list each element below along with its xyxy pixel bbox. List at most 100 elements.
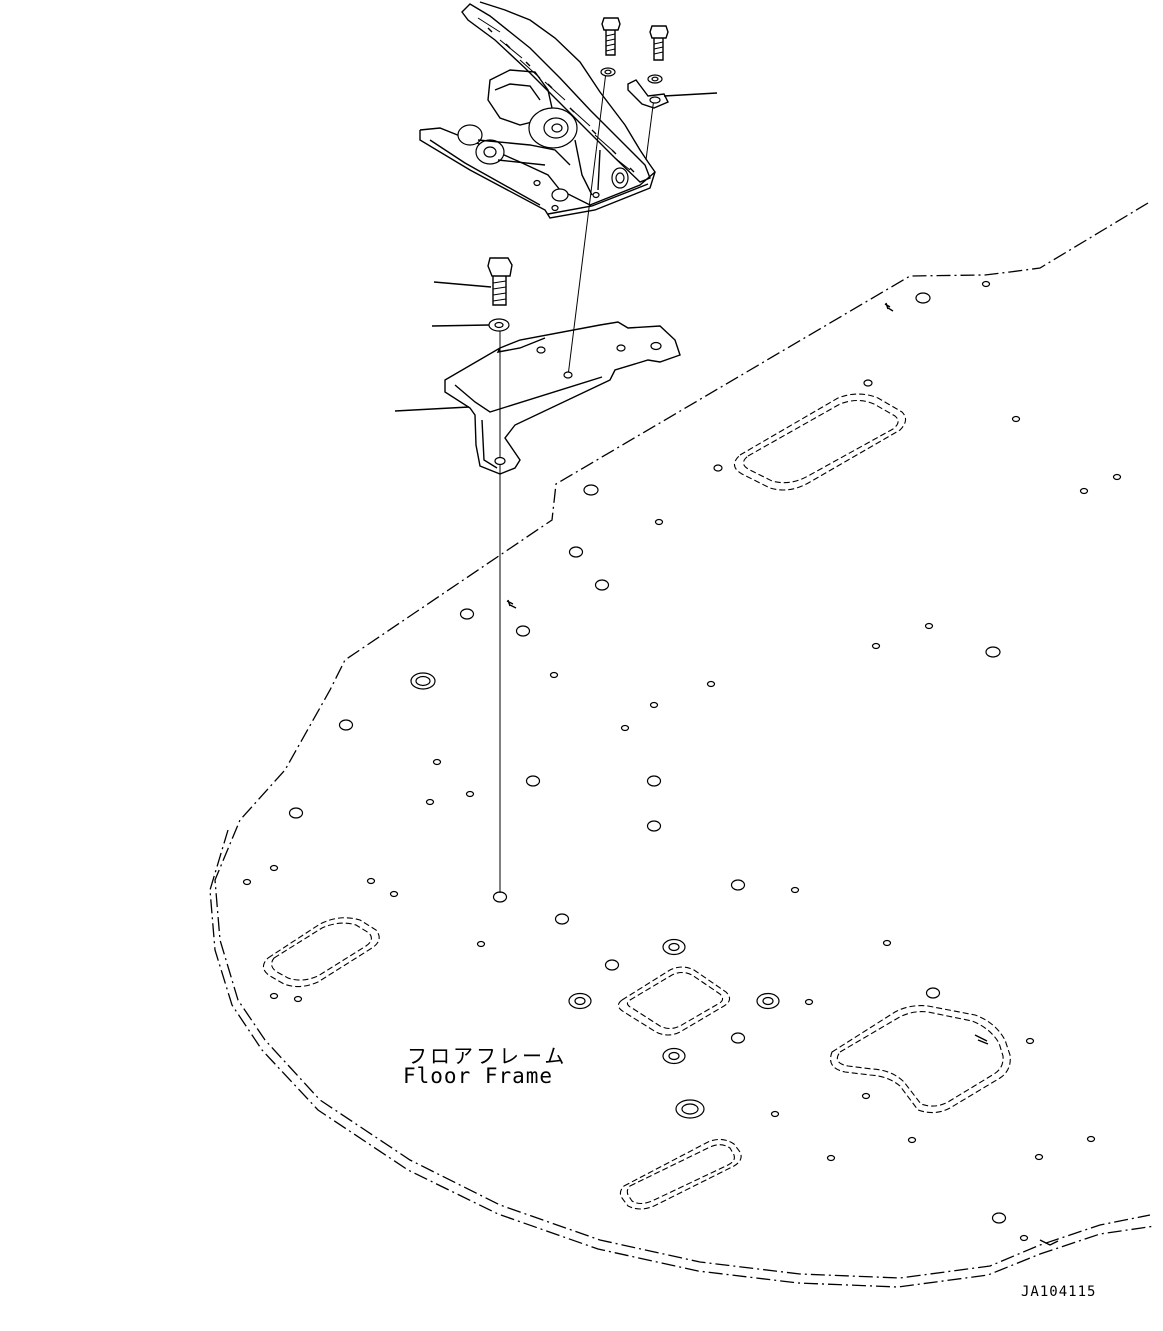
ratchet-rack [461, 3, 651, 183]
hole [459, 608, 475, 620]
floor-frame-holes [242, 280, 1122, 1242]
slot-mark [884, 302, 894, 312]
hole [925, 987, 941, 999]
hole [646, 820, 662, 832]
hole [861, 1092, 871, 1100]
hole [269, 864, 279, 872]
mounting-hole [533, 179, 541, 187]
hole [804, 998, 814, 1006]
hole-mounting-target [492, 891, 508, 903]
floor-frame-label-english: Floor Frame [403, 1064, 554, 1088]
bracket-outline [444, 321, 681, 475]
console-base-plate [419, 1, 656, 206]
cutout-right-large-inner [836, 1011, 1004, 1107]
hole [583, 484, 599, 496]
bracket-hole [536, 346, 546, 354]
hole [465, 790, 475, 798]
hole [985, 646, 1001, 658]
console-base-inner [429, 139, 649, 215]
hole [654, 518, 664, 526]
cutout-left-inner [271, 922, 372, 981]
hole [646, 775, 662, 787]
mounting-hole [551, 204, 559, 212]
hole [554, 913, 570, 925]
floor-frame-inner-edge [209, 829, 1156, 1288]
linkage-arm-lower [497, 159, 546, 166]
hole [415, 675, 431, 687]
leader-washer [431, 324, 490, 327]
leader-clip [663, 92, 718, 97]
hole [525, 775, 541, 787]
hole [871, 642, 881, 650]
hole [574, 996, 586, 1006]
bolt-thread [653, 41, 664, 55]
leader-bolt [433, 281, 492, 288]
floor-frame-plate [209, 202, 1156, 1288]
hole [293, 995, 303, 1003]
hole [389, 890, 399, 898]
clip-hole [649, 96, 661, 104]
hole [706, 680, 716, 688]
center-line-upper-bolt [567, 71, 607, 377]
hole [425, 798, 435, 806]
cutout-left [262, 917, 380, 988]
housing-detail [494, 83, 541, 101]
hole [476, 940, 486, 948]
console-base-edge [419, 130, 656, 219]
hole [790, 886, 800, 894]
cutout-bottom [619, 1138, 742, 1210]
pin-right-bore [615, 172, 625, 184]
hole [668, 942, 680, 952]
hole [549, 671, 559, 679]
hole [1086, 1135, 1096, 1143]
hole [649, 701, 659, 709]
hole [1019, 1234, 1029, 1242]
hole [1034, 1153, 1044, 1161]
hole [620, 724, 630, 732]
bolt-thread [605, 33, 616, 52]
main-roller-bore [551, 123, 563, 133]
bolt-head [487, 257, 513, 277]
center-line-clip [645, 97, 655, 161]
hole [568, 546, 584, 558]
bracket-flange [496, 337, 546, 353]
hole [681, 1103, 699, 1115]
roller-left [457, 124, 483, 146]
cutout-bottom-inner [626, 1144, 735, 1205]
hole [604, 959, 620, 971]
hole [242, 878, 252, 886]
hole [762, 996, 774, 1006]
upper-bolt-1 [600, 17, 621, 77]
hole [432, 758, 442, 766]
bracket-hole [616, 344, 626, 352]
lever-console-assembly [419, 1, 656, 219]
floor-frame-label-japanese: フロアフレーム [407, 1044, 568, 1068]
cutout-upper-right-inner [742, 399, 899, 484]
hole [288, 807, 304, 819]
bracket-lower-leg [481, 419, 498, 469]
washer-bore [651, 76, 659, 82]
cutout-right-large [830, 1005, 1011, 1114]
drawing-id: JA104115 [1021, 1284, 1097, 1300]
rack-teeth-marks [487, 27, 635, 173]
roller-left-lower-hub [483, 146, 497, 158]
bolt-thread [492, 280, 507, 302]
clip-nut [627, 79, 718, 109]
slot-mark [506, 599, 517, 609]
hole [907, 1136, 917, 1144]
bracket-foot-hole [494, 456, 506, 466]
cutout-center-square-inner [626, 971, 724, 1030]
hole [981, 280, 991, 288]
hole [366, 877, 376, 885]
hole [713, 464, 723, 472]
hole [269, 992, 279, 1000]
slot-mark [974, 1034, 989, 1045]
hole [1011, 415, 1021, 423]
hole [730, 1032, 746, 1044]
washer-bore [604, 69, 612, 75]
bracket-tab-hole [650, 341, 662, 351]
hole [1112, 473, 1122, 481]
bolt-shank [492, 276, 507, 306]
hole [915, 292, 931, 304]
